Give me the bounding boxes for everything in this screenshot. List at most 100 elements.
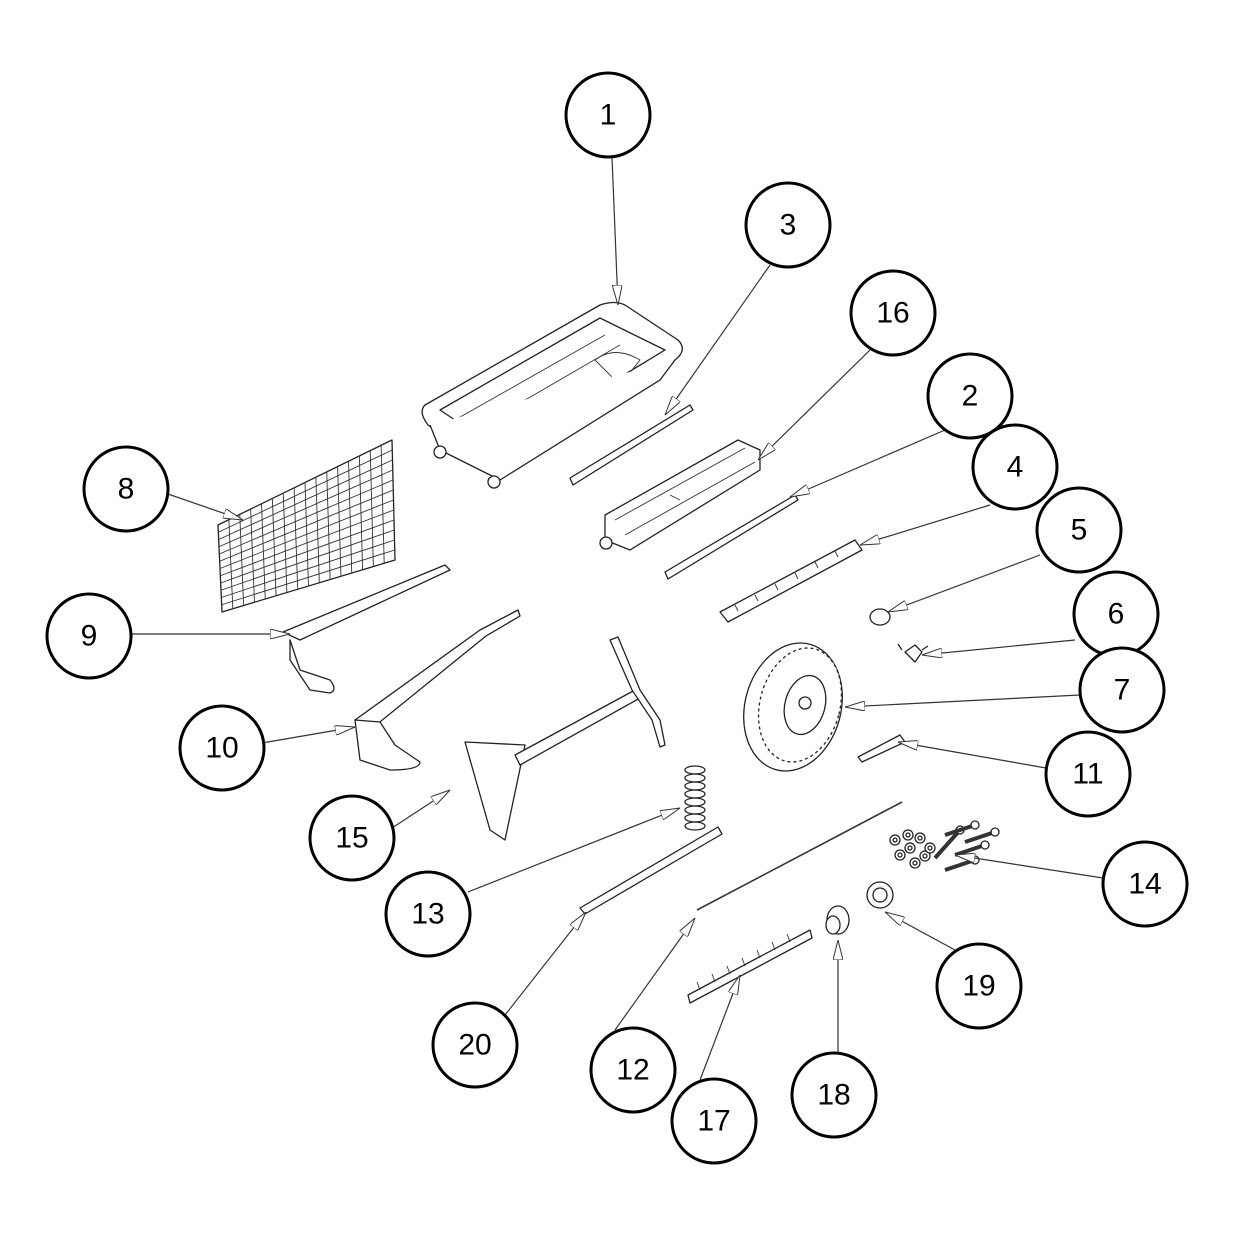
pin-part (857, 734, 906, 763)
callout-4: 4 (971, 423, 1059, 511)
callout-7: 7 (1078, 646, 1166, 734)
leader-line-1 (611, 156, 618, 305)
bolts-nuts-part (889, 820, 1000, 872)
callout-circle (1044, 730, 1132, 818)
gear-plate-part (687, 929, 813, 1004)
callout-circle (1078, 646, 1166, 734)
hopper-tub-part (421, 301, 683, 489)
screen-part (217, 439, 396, 613)
callout-circle (744, 181, 832, 269)
leader-line-13 (467, 807, 680, 893)
callout-number: 12 (616, 1054, 649, 1087)
callout-number: 15 (335, 822, 368, 855)
callout-number: 11 (1072, 758, 1103, 791)
callout-circle (670, 1077, 758, 1165)
callout-number: 4 (1007, 451, 1024, 484)
leader-line-10 (261, 727, 355, 744)
leader-line-20 (504, 912, 587, 1016)
leader-line-3 (664, 264, 771, 415)
callout-circle (82, 445, 170, 533)
callout-circle (384, 870, 472, 958)
callout-20: 20 (431, 1001, 519, 1089)
bushing-part (825, 905, 850, 935)
callout-circle (564, 71, 652, 159)
callout-circle (431, 1001, 519, 1089)
callout-number: 19 (962, 970, 995, 1003)
callout-16: 16 (849, 269, 937, 357)
callout-number: 2 (962, 380, 979, 413)
rod-part (696, 801, 903, 911)
callout-14: 14 (1101, 840, 1189, 928)
callout-17: 17 (670, 1077, 758, 1165)
leader-line-12 (614, 918, 696, 1031)
callout-number: 6 (1108, 598, 1125, 631)
callout-circle (926, 352, 1014, 440)
callout-number: 9 (81, 620, 98, 653)
leader-line-19 (885, 911, 956, 951)
callout-circle (849, 269, 937, 357)
callout-number: 8 (118, 473, 135, 506)
flat-washer-part (866, 881, 894, 909)
callout-number: 5 (1071, 514, 1088, 547)
callout-circle (308, 794, 396, 882)
callout-10: 10 (178, 704, 266, 792)
callout-2: 2 (926, 352, 1014, 440)
callout-1: 1 (564, 71, 652, 159)
leader-line-5 (888, 554, 1041, 613)
agitator-bar-part (719, 539, 863, 623)
leader-line-4 (860, 504, 991, 546)
leader-line-14 (955, 855, 1104, 879)
callout-number: 1 (600, 99, 617, 132)
callout-3: 3 (744, 181, 832, 269)
leader-line-2 (790, 429, 946, 498)
spring-part (684, 765, 706, 831)
callout-number: 10 (205, 732, 238, 765)
strip-part (569, 404, 694, 486)
leader-lines (130, 156, 1104, 1081)
callout-number: 7 (1114, 674, 1131, 707)
handle-left-part (282, 564, 451, 694)
leader-line-11 (898, 742, 1047, 769)
axle-frame-part (599, 439, 761, 551)
wheel-part (743, 642, 843, 772)
callout-circle (178, 704, 266, 792)
tube-part (579, 826, 723, 915)
t-frame-part (464, 636, 666, 841)
callout-circle (790, 1051, 878, 1139)
callout-6: 6 (1072, 570, 1160, 658)
callout-number: 18 (817, 1079, 850, 1112)
leader-line-16 (758, 349, 871, 460)
callout-circle (971, 423, 1059, 511)
leader-line-7 (845, 694, 1081, 707)
callout-11: 11 (1044, 730, 1132, 818)
callout-number: 13 (411, 898, 444, 931)
callout-15: 15 (308, 794, 396, 882)
parts-drawings (217, 301, 1000, 1004)
washer-part (869, 608, 891, 626)
callout-5: 5 (1035, 486, 1123, 574)
callout-12: 12 (589, 1026, 677, 1114)
callout-9: 9 (45, 592, 133, 680)
callout-number: 20 (458, 1029, 491, 1062)
callout-number: 16 (876, 297, 909, 330)
callout-number: 17 (697, 1105, 730, 1138)
callout-circle (45, 592, 133, 680)
callout-circle (935, 942, 1023, 1030)
callout-13: 13 (384, 870, 472, 958)
wing-nut-part (897, 643, 929, 663)
callout-number: 14 (1128, 868, 1161, 901)
callout-circle (1101, 840, 1189, 928)
callout-number: 3 (780, 209, 797, 242)
callout-18: 18 (790, 1051, 878, 1139)
leader-line-17 (699, 975, 741, 1081)
callout-8: 8 (82, 445, 170, 533)
callout-circle (1035, 486, 1123, 574)
callout-19: 19 (935, 942, 1023, 1030)
leader-line-6 (922, 639, 1076, 655)
leader-line-8 (167, 493, 243, 521)
handle-right-part (354, 609, 521, 771)
bar-part (664, 494, 799, 580)
